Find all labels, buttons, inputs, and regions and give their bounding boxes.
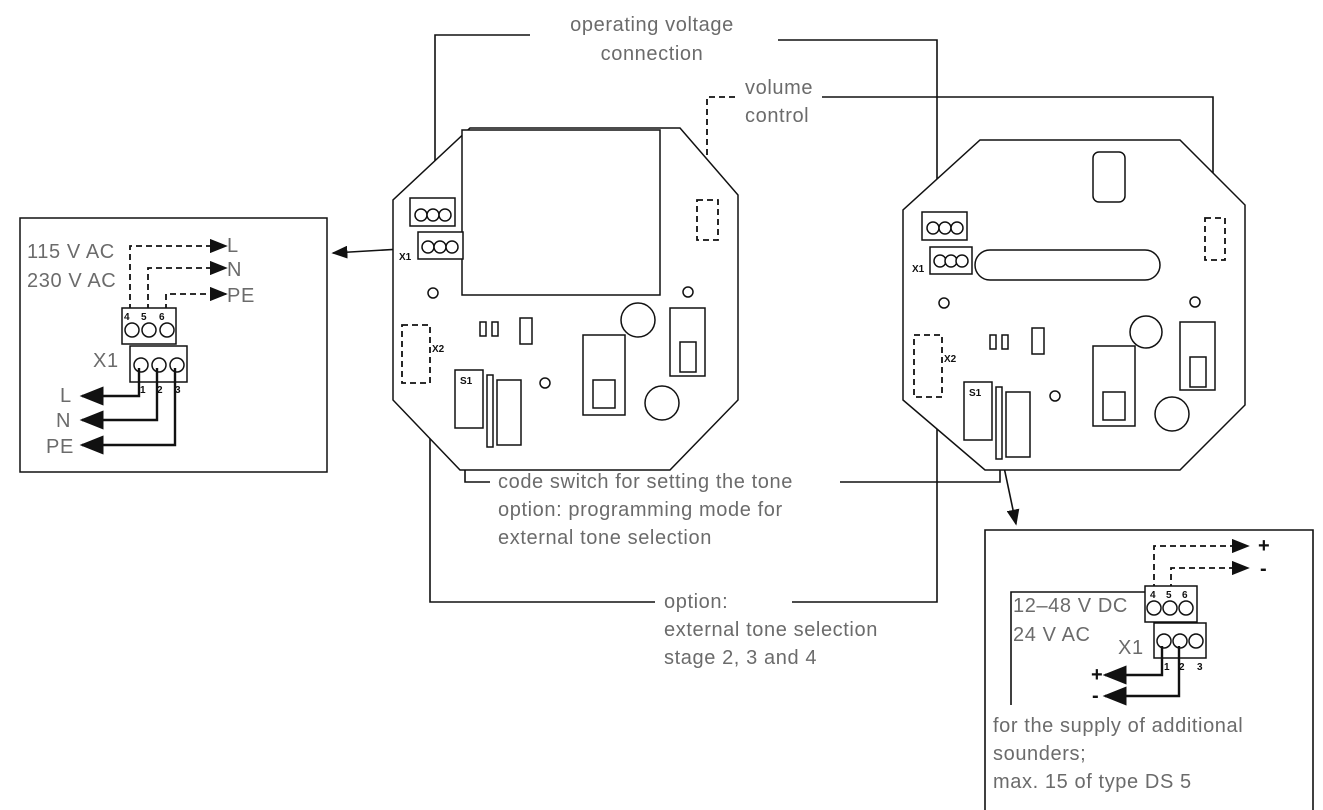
label-code-switch: option: programming mode for bbox=[498, 499, 783, 521]
note-text: max. 15 of type DS 5 bbox=[993, 771, 1192, 793]
input-label: PE bbox=[46, 436, 74, 458]
s1-label: S1 bbox=[460, 376, 473, 387]
output-label: L bbox=[227, 235, 239, 257]
input-label: N bbox=[56, 410, 71, 432]
x1-label: X1 bbox=[1118, 637, 1144, 659]
label-volume-control: control bbox=[745, 105, 809, 127]
x1-label: X1 bbox=[912, 264, 925, 275]
output-label: PE bbox=[227, 285, 255, 307]
input-label: + bbox=[1091, 664, 1103, 686]
label-option-external: external tone selection bbox=[664, 619, 878, 641]
left-ac-wiring-box: 115 V AC 230 V AC L N PE 4 5 6 X1 1 2 3 … bbox=[19, 217, 328, 473]
voltage-label: 12–48 V DC bbox=[1013, 595, 1128, 617]
transformer bbox=[461, 129, 661, 296]
output-label: + bbox=[1258, 535, 1270, 557]
pin-label: 5 bbox=[1166, 590, 1172, 601]
pin-label: 3 bbox=[175, 385, 181, 396]
label-code-switch: external tone selection bbox=[498, 527, 712, 549]
pin-label: 5 bbox=[141, 312, 147, 323]
callout-labels: operating voltage connection volume cont… bbox=[498, 14, 878, 669]
right-dc-wiring-box: + - 4 5 6 12–48 V DC 24 V AC X1 1 2 3 + … bbox=[984, 529, 1314, 810]
pin-label: 1 bbox=[1164, 662, 1170, 673]
pin-label: 1 bbox=[140, 385, 146, 396]
output-label: N bbox=[227, 259, 242, 281]
pin-label: 6 bbox=[159, 312, 165, 323]
pin-label: 4 bbox=[124, 312, 130, 323]
input-label: - bbox=[1092, 685, 1099, 707]
output-label: - bbox=[1260, 558, 1267, 580]
pin-label: 2 bbox=[1179, 662, 1185, 673]
label-option-external: option: bbox=[664, 591, 728, 613]
note-text: for the supply of additional bbox=[993, 715, 1243, 737]
label-code-switch: code switch for setting the tone bbox=[498, 471, 793, 493]
label-option-external: stage 2, 3 and 4 bbox=[664, 647, 817, 669]
label-operating-voltage: operating voltage bbox=[570, 14, 734, 36]
x1-label: X1 bbox=[399, 252, 412, 263]
x2-label: X2 bbox=[432, 344, 445, 355]
right-circuit-board: X1 X2 S1 bbox=[902, 139, 1246, 471]
left-circuit-board: X1 X2 S1 bbox=[392, 127, 739, 471]
x1-label: X1 bbox=[93, 350, 119, 372]
label-operating-voltage: connection bbox=[601, 43, 704, 65]
voltage-label: 230 V AC bbox=[27, 270, 116, 292]
note-text: sounders; bbox=[993, 743, 1086, 765]
input-label: L bbox=[60, 385, 72, 407]
s1-label: S1 bbox=[969, 388, 982, 399]
label-volume-control: volume bbox=[745, 77, 813, 99]
pin-label: 3 bbox=[1197, 662, 1203, 673]
voltage-label: 24 V AC bbox=[1013, 624, 1091, 646]
pin-label: 2 bbox=[157, 385, 163, 396]
x2-label: X2 bbox=[944, 354, 957, 365]
pin-label: 4 bbox=[1150, 590, 1156, 601]
voltage-label: 115 V AC bbox=[27, 241, 115, 263]
pin-label: 6 bbox=[1182, 590, 1188, 601]
